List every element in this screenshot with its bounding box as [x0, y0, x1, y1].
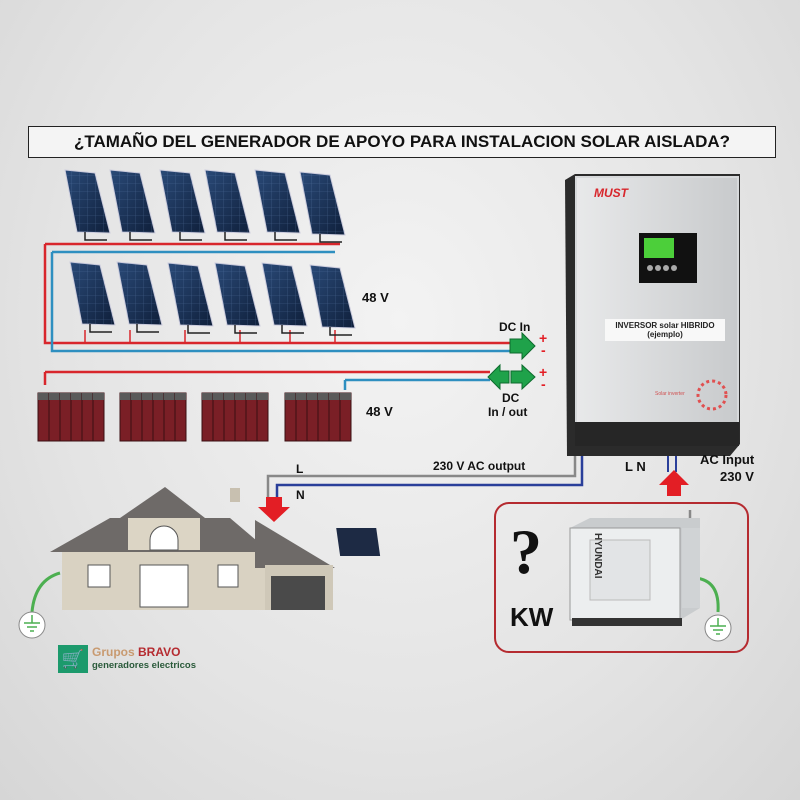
solar-panel: [214, 262, 261, 334]
battery-cell: [212, 392, 225, 442]
generator-box: [494, 502, 749, 653]
battery-cell: [119, 392, 132, 442]
solar-panel: [204, 169, 251, 241]
battery-cell: [141, 392, 154, 442]
battery-cell: [70, 392, 83, 442]
inverter-label-line1: INVERSOR solar HIBRIDO: [615, 321, 715, 330]
solar-panel: [64, 169, 111, 241]
dc-in-label: DC In: [499, 320, 531, 334]
solar-panel: [69, 261, 116, 333]
battery-cell: [130, 392, 143, 442]
question-mark: ?: [510, 516, 542, 587]
battery-cell: [284, 392, 297, 442]
battery-cell: [37, 392, 50, 442]
logo-bravo: BRAVO: [138, 645, 181, 659]
battery-cell: [174, 392, 187, 442]
battery-cell: [223, 392, 236, 442]
inverter-label: INVERSOR solar HIBRIDO(ejemplo): [605, 319, 725, 341]
battery-cell: [48, 392, 61, 442]
battery-cell: [92, 392, 105, 442]
solar-panel: [299, 171, 346, 243]
solar-panels: [64, 169, 356, 336]
battery-cell: [306, 392, 319, 442]
battery-cell: [317, 392, 330, 442]
ac-input-label: AC Input: [700, 452, 755, 467]
solar-panel: [116, 261, 163, 333]
kw-label: KW: [510, 602, 554, 632]
dc-inout-arrow-icon: [487, 363, 536, 391]
inverter-brand: MUST: [594, 186, 628, 200]
battery-cell: [81, 392, 94, 442]
dc-wiring: [43, 242, 510, 390]
solar-panel: [109, 169, 156, 241]
ln-label: L N: [625, 459, 646, 474]
dc-inout-label: DC: [502, 391, 520, 405]
ac-output-label: 230 V AC output: [433, 459, 526, 473]
generator-brand: HYUNDAI: [592, 533, 603, 579]
battery-cell: [59, 392, 72, 442]
arrow-down-icon: [258, 497, 290, 522]
minus-sign: -: [541, 342, 546, 358]
battery-cell: [256, 392, 269, 442]
battery-voltage: 48 V: [366, 404, 393, 419]
solar-panel: [167, 262, 214, 334]
battery-cell: [339, 392, 352, 442]
solar-panel: [254, 169, 301, 241]
ac-output-wiring: [266, 452, 692, 530]
line-n-label: N: [296, 488, 305, 502]
logo-grupos: Grupos: [92, 645, 135, 659]
battery-cell: [152, 392, 165, 442]
cart-icon: 🛒: [58, 645, 88, 673]
inverter-sublabel: Solar inverter: [655, 391, 685, 397]
page-title: ¿TAMAÑO DEL GENERADOR DE APOYO PARA INST…: [28, 126, 776, 158]
dc-inout-label-2: In / out: [488, 405, 528, 419]
dc-in-arrow-icon: [509, 331, 536, 361]
ground-icon: [18, 571, 61, 639]
battery-cell: [245, 392, 258, 442]
solar-panel: [309, 264, 356, 336]
line-l-label: L: [296, 462, 304, 476]
ac-input-voltage: 230 V: [720, 469, 754, 484]
hybrid-inverter: [565, 174, 740, 456]
plus-sign: +: [539, 364, 548, 380]
generator: [569, 518, 700, 626]
battery-cell: [163, 392, 176, 442]
battery-cell: [201, 392, 214, 442]
house: [50, 487, 381, 610]
arrow-up-icon: [659, 470, 689, 496]
battery-cell: [234, 392, 247, 442]
battery-bank: [37, 392, 352, 442]
battery-cell: [328, 392, 341, 442]
plus-sign: +: [539, 330, 548, 346]
panels-voltage: 48 V: [362, 290, 389, 305]
battery-cell: [295, 392, 308, 442]
logo-tagline: generadores electricos: [92, 660, 197, 671]
ground-icon: [694, 576, 732, 642]
solar-panel: [159, 169, 206, 241]
inverter-label-line2: (ejemplo): [647, 330, 683, 339]
minus-sign: -: [541, 376, 546, 392]
solar-panel: [261, 262, 308, 334]
